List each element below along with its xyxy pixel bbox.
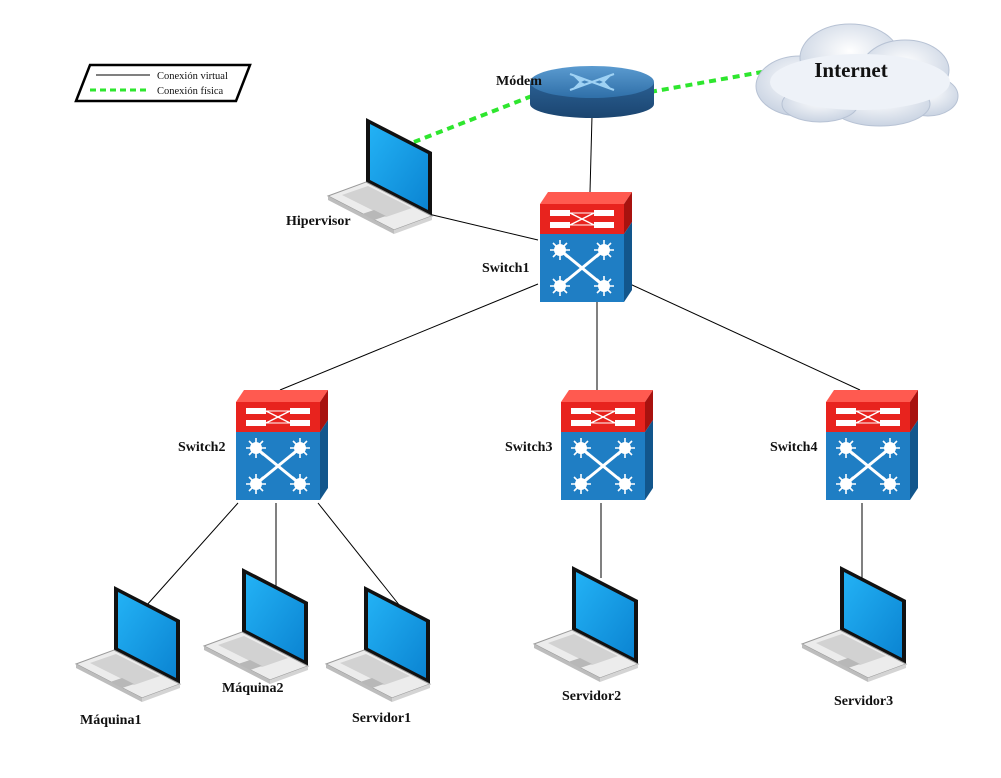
legend-physical-label: Conexión física (157, 86, 224, 97)
laptop-servidor3[interactable]: Servidor3 (801, 565, 907, 709)
switch2-label: Switch2 (178, 440, 225, 455)
router-arrows-icon (569, 73, 615, 91)
internet-label: Internet (814, 58, 887, 82)
legend-frame (74, 63, 252, 103)
legend-virtual-label: Conexión virtual (157, 71, 228, 82)
virtual-connections (145, 115, 863, 607)
laptop-servidor2[interactable]: Servidor2 (533, 565, 639, 704)
link-hipervisor-switch1 (419, 211, 539, 241)
switch2[interactable]: Switch2 (178, 388, 330, 502)
legend: Conexión virtual Conexión física (74, 63, 252, 103)
link-modem-hipervisor (413, 94, 533, 144)
modem-label: Módem (496, 74, 542, 89)
physical-connections (413, 70, 763, 144)
switch3[interactable]: Switch3 (505, 388, 655, 502)
maquina1-label: Máquina1 (80, 713, 141, 728)
laptop-maquina1[interactable]: Máquina1 (75, 585, 181, 728)
switch1[interactable]: Switch1 (482, 190, 634, 304)
maquina2-label: Máquina2 (222, 681, 283, 696)
hipervisor-label: Hipervisor (286, 214, 351, 229)
switch1-label: Switch1 (482, 261, 529, 276)
link-modem-internet (649, 70, 763, 94)
servidor1-label: Servidor1 (352, 711, 411, 726)
servidor3-label: Servidor3 (834, 694, 893, 709)
link-switch1-switch2 (279, 283, 539, 391)
switch3-label: Switch3 (505, 440, 552, 455)
link-switch2-maquina1 (145, 502, 239, 607)
switch4-label: Switch4 (770, 440, 817, 455)
laptop-hipervisor[interactable]: Hipervisor (286, 117, 433, 235)
servidor2-label: Servidor2 (562, 689, 621, 704)
link-modem-switch1 (589, 115, 593, 193)
link-switch1-switch4 (629, 283, 861, 391)
laptop-maquina2[interactable]: Máquina2 (203, 567, 309, 696)
laptop-servidor1[interactable]: Servidor1 (325, 585, 431, 726)
internet-cloud[interactable]: Internet (755, 23, 959, 127)
modem[interactable]: Módem (496, 66, 654, 118)
link-switch2-servidor1 (317, 502, 401, 607)
switch4[interactable]: Switch4 (770, 388, 920, 502)
